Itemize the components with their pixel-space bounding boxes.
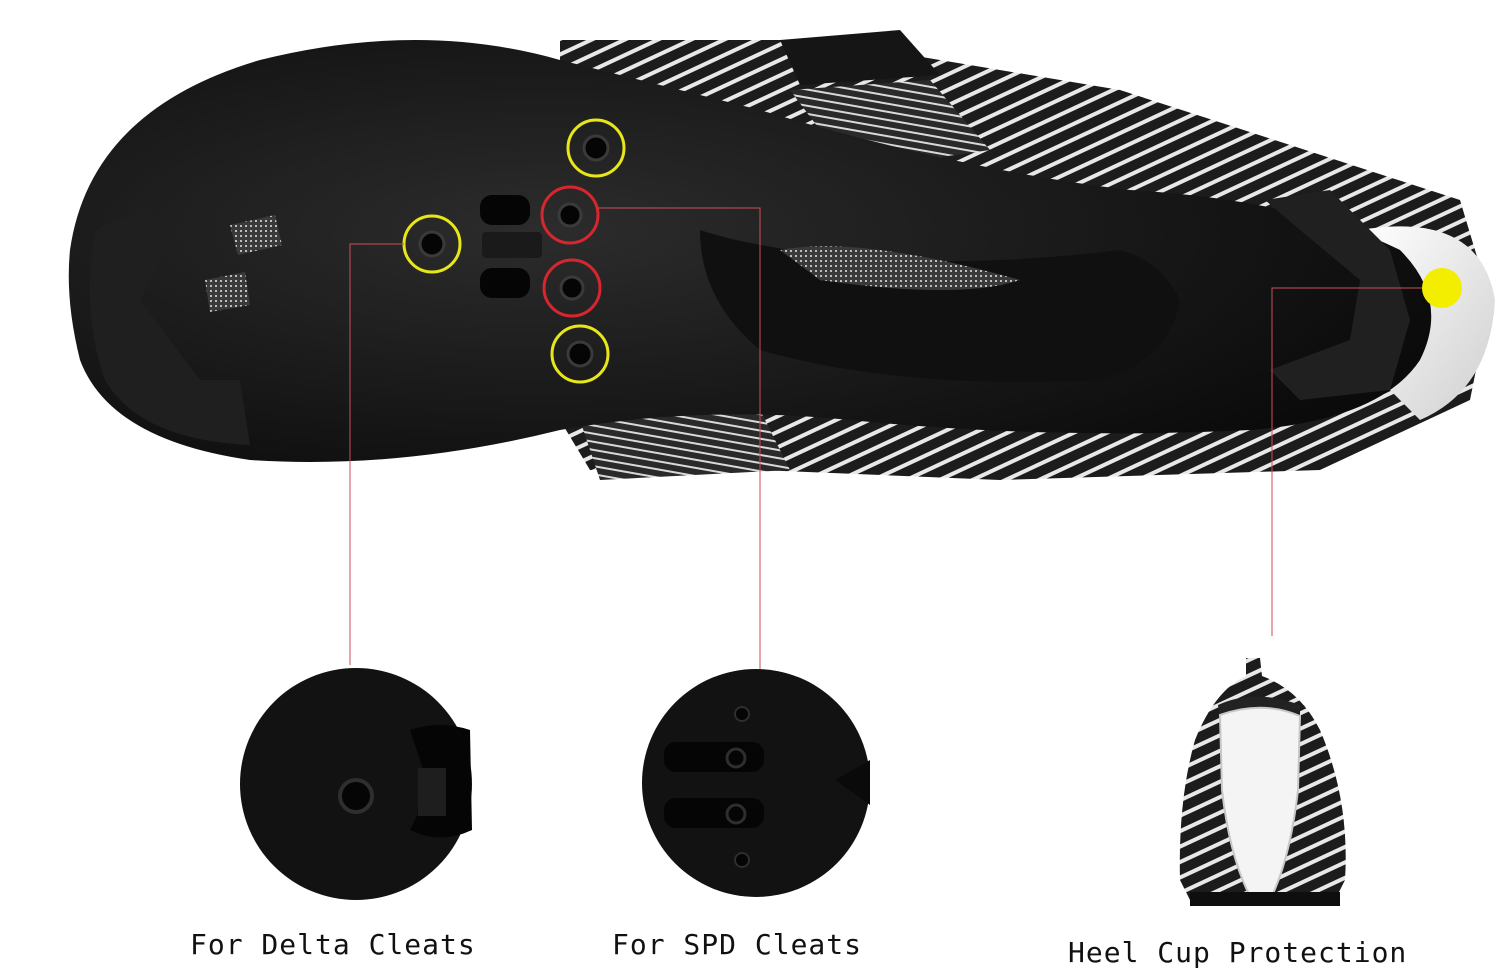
spd-ring-icons: [540, 185, 602, 318]
delta-hole-icon: [582, 134, 610, 162]
yellow-ring-icon: [566, 118, 626, 178]
red-ring-icon: [542, 258, 602, 318]
yellow-dot-icon: [1422, 268, 1462, 308]
leader-lines: [349, 207, 1422, 670]
yellow-ring-icon: [550, 324, 610, 384]
caption-heel-cup-protection: Heel Cup Protection: [1068, 936, 1408, 969]
spd-hole-icon: [557, 202, 583, 228]
outsole: [68, 40, 1432, 462]
delta-hole-icon: [418, 230, 446, 258]
cleat-holes: [418, 134, 610, 368]
spd-hole-icon: [559, 275, 585, 301]
caption-spd-cleats: For SPD Cleats: [612, 928, 863, 961]
caption-delta-cleats: For Delta Cleats: [190, 928, 476, 961]
spd-detail-image: [642, 669, 870, 897]
heel-detail-image: [1179, 658, 1346, 906]
delta-detail-image: [240, 668, 472, 900]
red-ring-icon: [540, 185, 600, 245]
delta-hole-icon: [566, 340, 594, 368]
